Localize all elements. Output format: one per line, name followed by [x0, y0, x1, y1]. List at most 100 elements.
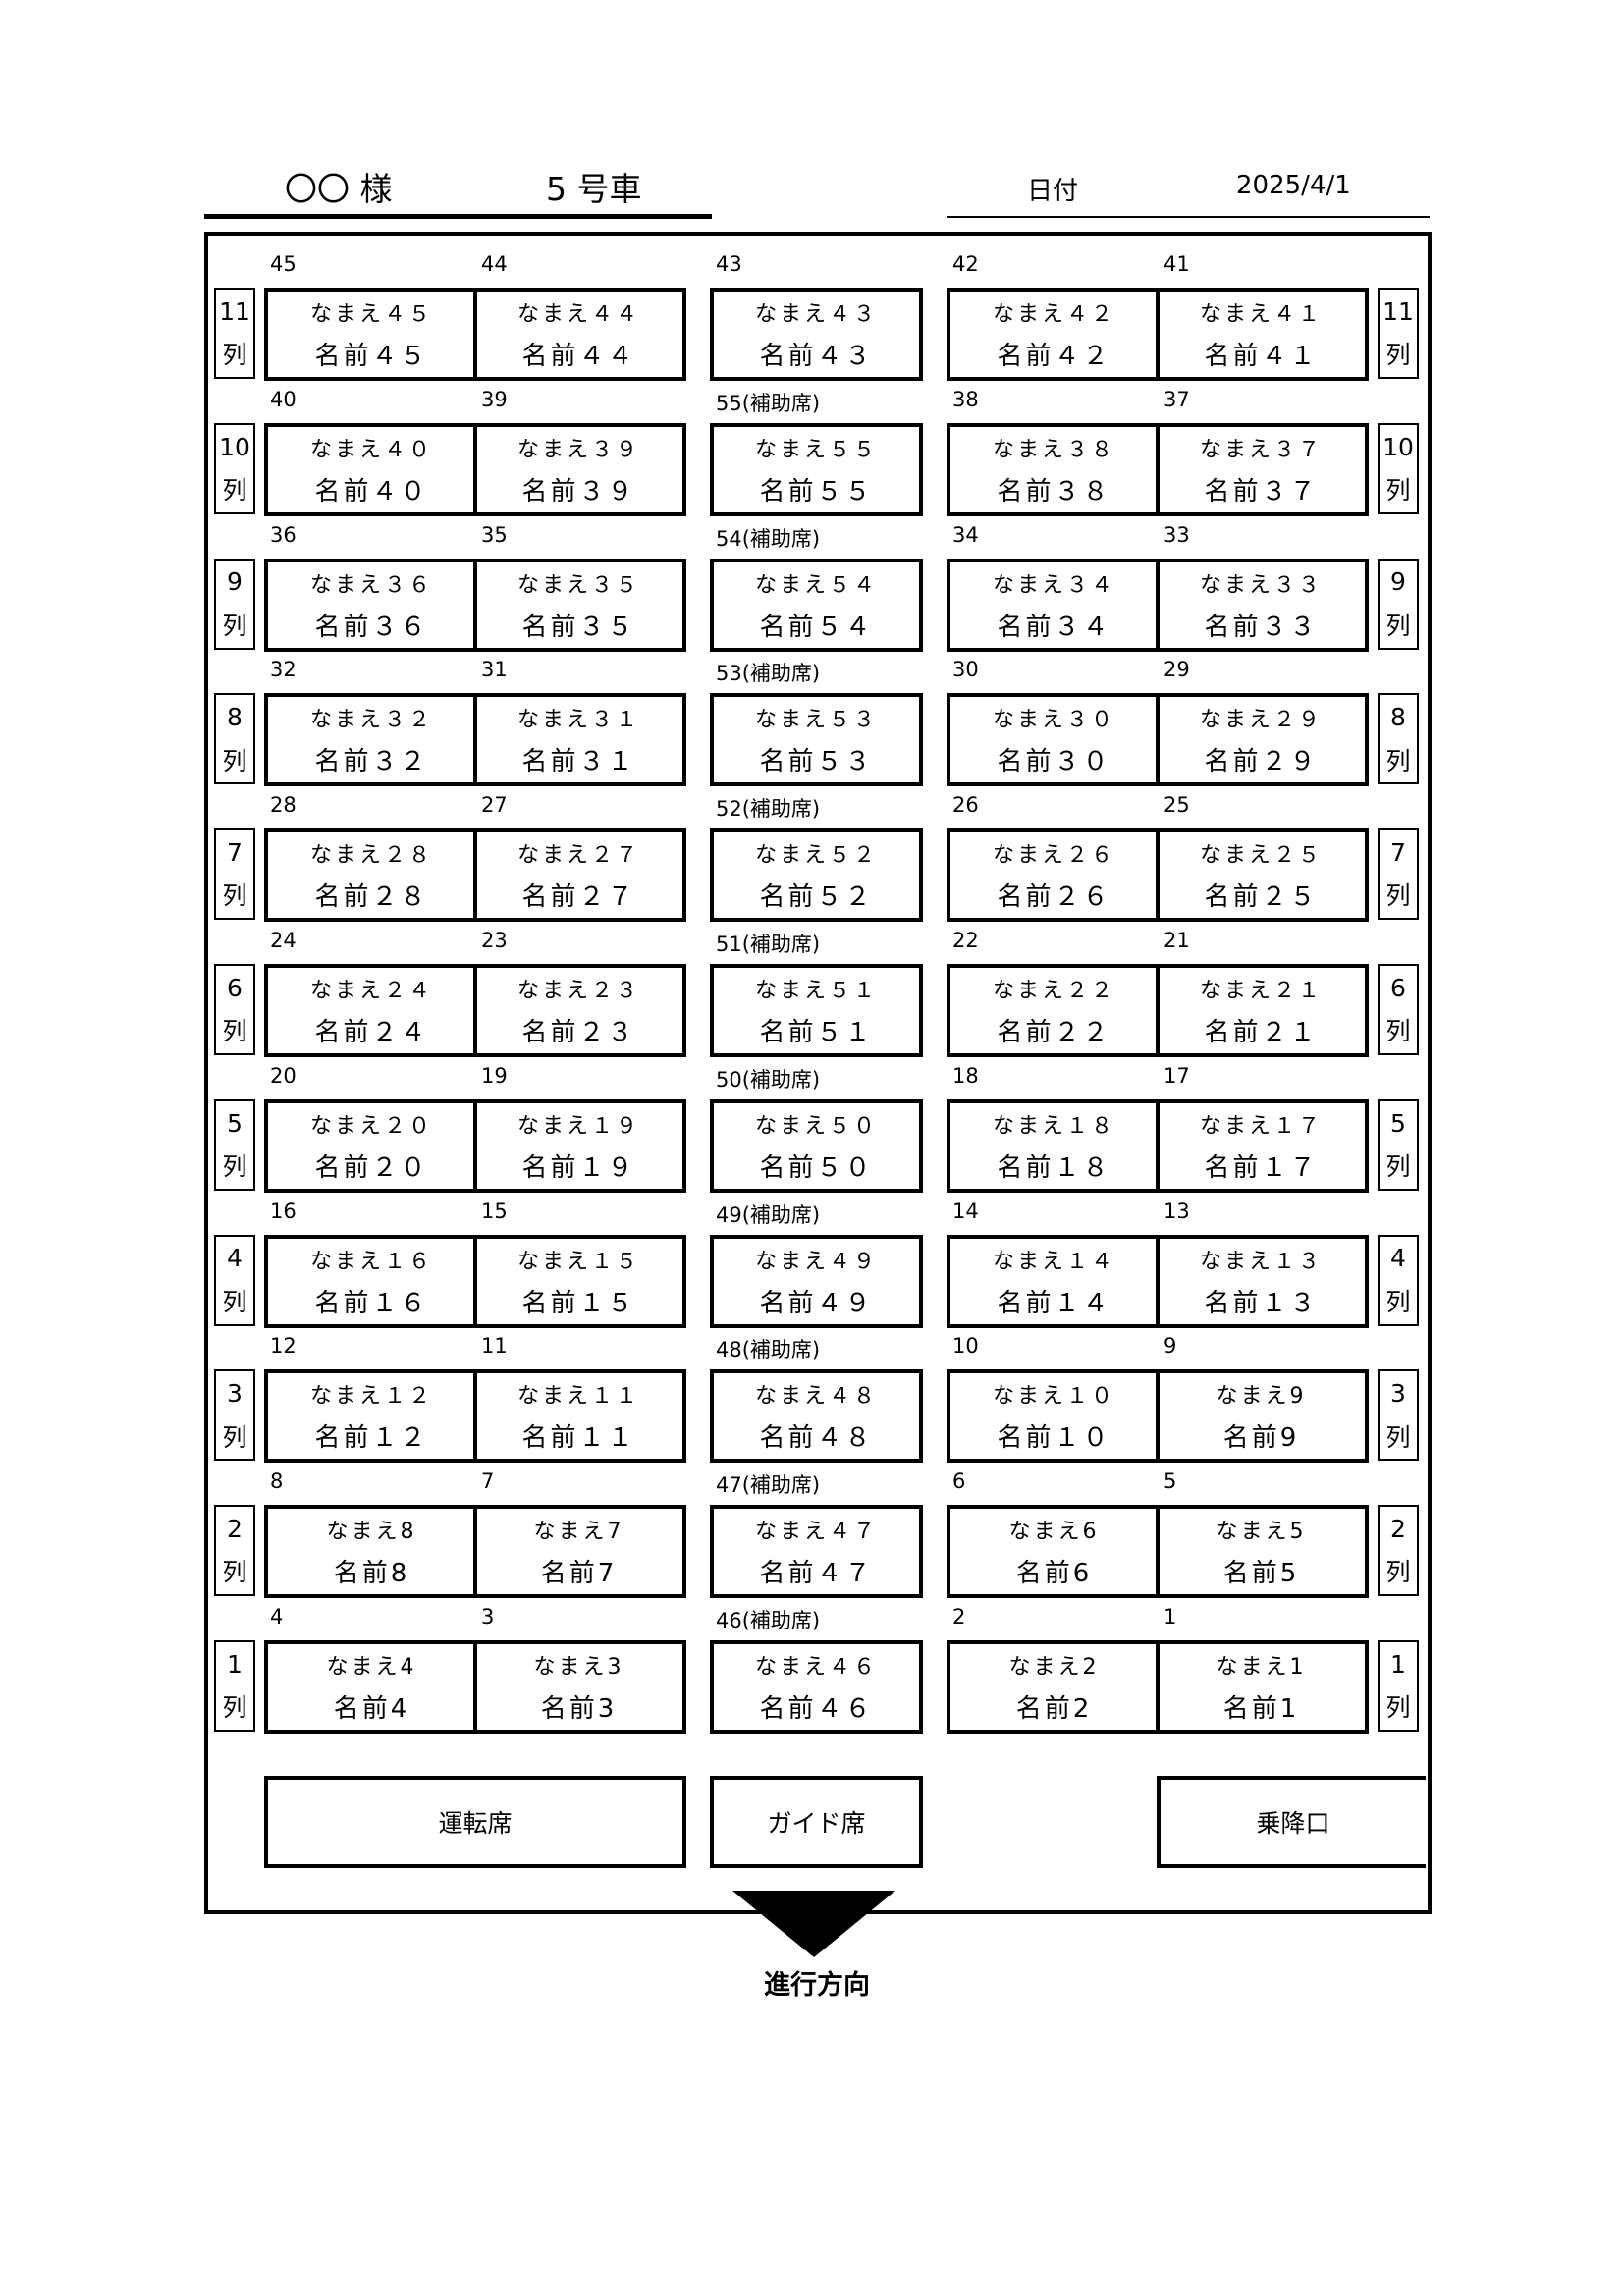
row-suffix: 列 [1385, 1017, 1411, 1046]
seat-number: 48(補助席) [716, 1338, 821, 1362]
seat-number: 37 [1164, 387, 1190, 411]
seat-name: 名前２２ [997, 1018, 1111, 1047]
seat[interactable]: なまえ３５ 名前３５ [475, 562, 682, 648]
seat-name: 名前２６ [997, 882, 1111, 913]
seat-name: 名前２３ [521, 1018, 636, 1047]
seat-divider [1156, 561, 1160, 648]
seat-name: 名前３７ [1204, 476, 1319, 507]
seat-number: 9 [1164, 1334, 1177, 1359]
row-suffix: 列 [222, 611, 247, 640]
seat-kana: なまえ３５ [516, 572, 640, 598]
direction-label: 進行方向 [764, 1970, 870, 2001]
row-number: 4 [1390, 1244, 1406, 1273]
seat-kana: なまえ４２ [992, 302, 1115, 327]
seat-kana: なまえ２４ [309, 979, 433, 1003]
row-suffix: 列 [222, 881, 247, 911]
seat-kana: なまえ３６ [309, 572, 433, 598]
seat-divider [1156, 1373, 1160, 1460]
seat-kana: なまえ３７ [1199, 437, 1323, 462]
row-number: 8 [227, 703, 243, 732]
seat-divider [473, 561, 477, 648]
seat-number: 2 [952, 1605, 966, 1629]
seat[interactable]: なまえ３７ 名前３７ [1158, 427, 1365, 512]
row-suffix: 列 [1385, 1422, 1411, 1452]
row-suffix: 列 [222, 1693, 247, 1723]
seat-name: 名前３５ [521, 612, 636, 642]
seat-divider [473, 1509, 477, 1595]
seat-kana: なまえ２８ [309, 843, 433, 869]
seat-number: 52(補助席) [716, 797, 821, 822]
seat-number: 45 [270, 252, 297, 276]
seat-number: 12 [270, 1334, 297, 1359]
seat-divider [1156, 1102, 1160, 1189]
seat-name: 名前３３ [1204, 612, 1319, 642]
seat-kana: なまえ２０ [309, 1113, 433, 1139]
seat-divider [1156, 968, 1160, 1053]
row-number: 8 [1390, 703, 1406, 732]
seat-number: 6 [952, 1469, 966, 1494]
